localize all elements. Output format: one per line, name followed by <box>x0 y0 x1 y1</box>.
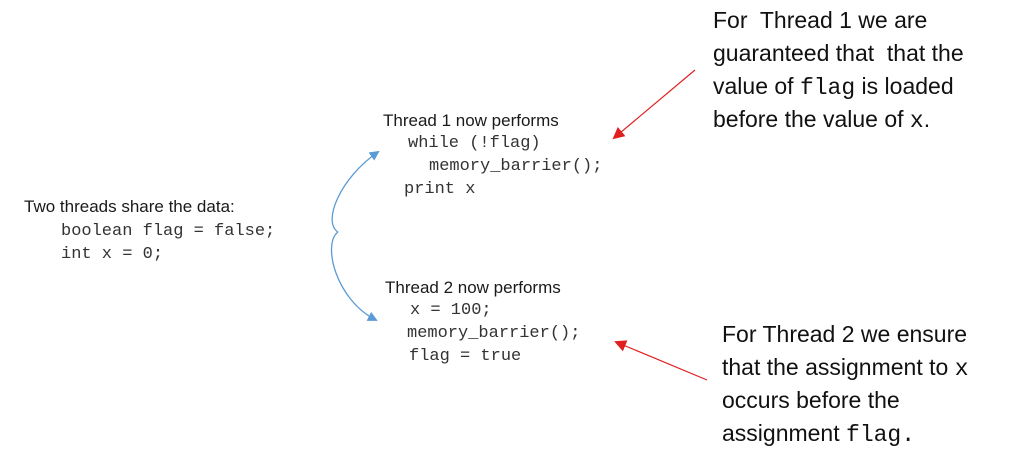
note2-line-4: assignment flag. <box>722 417 915 452</box>
note1-line-4: before the value of x. <box>713 103 930 138</box>
note2-line-3: occurs before the <box>722 387 900 413</box>
branch-arrow-thread2 <box>330 231 378 321</box>
thread1-heading: Thread 1 now performs <box>383 111 559 130</box>
note1-code-flag: flag <box>799 75 856 101</box>
note2-code-flag: flag. <box>846 422 916 448</box>
note2-line-2-text: that the assignment to <box>722 354 955 380</box>
thread2-code-line-2: memory_barrier(); <box>407 324 581 343</box>
thread2-heading: Thread 2 now performs <box>385 278 561 297</box>
shared-code-line-1: boolean flag = false; <box>61 222 276 241</box>
note1-line-3-text-a: value of <box>713 73 800 99</box>
note1-line-4-text-b: . <box>923 106 931 132</box>
note1-line-2: guaranteed that that the <box>713 40 964 66</box>
thread1-code-line-1: while (!flag) <box>408 134 541 153</box>
note2-line-2: that the assignment to x <box>722 351 969 386</box>
note1-pointer-arrow <box>612 69 696 140</box>
note1-line-1: For Thread 1 we are <box>713 7 928 33</box>
note1-line-3: value of flag is loaded <box>713 70 954 105</box>
note1-code-x: x <box>909 108 924 134</box>
shared-heading: Two threads share the data: <box>24 197 235 216</box>
note1-line-3-text-b: is loaded <box>855 73 954 99</box>
shared-code-line-2: int x = 0; <box>61 245 164 264</box>
note2-code-x: x <box>954 356 969 382</box>
thread2-code-line-3: flag = true <box>409 347 522 366</box>
thread1-code-line-2: memory_barrier(); <box>429 157 603 176</box>
note2-line-4-text: assignment <box>722 420 847 446</box>
note2-pointer-arrow <box>614 340 708 381</box>
branch-arrow-thread1 <box>331 150 380 233</box>
thread1-code-line-3: print x <box>404 180 476 199</box>
thread2-code-line-1: x = 100; <box>410 301 492 320</box>
note1-line-4-text-a: before the value of <box>713 106 910 132</box>
note2-line-1: For Thread 2 we ensure <box>722 321 968 347</box>
